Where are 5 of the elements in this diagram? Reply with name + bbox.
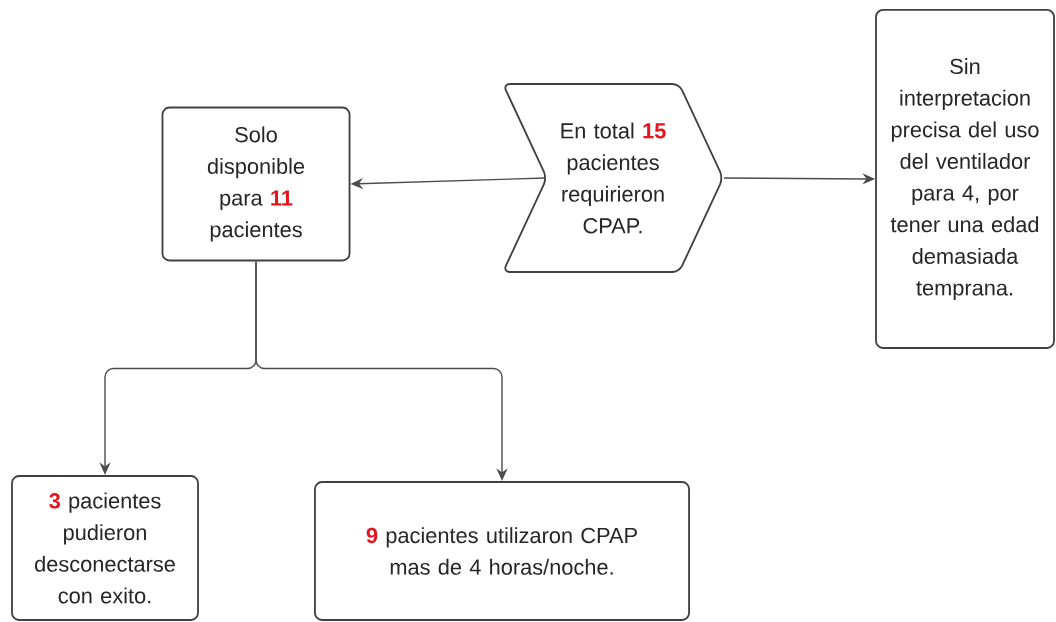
process-box: Sin interpretacion precisa del uso del ventilador para 4, por tener una edad demasiada temprana. — [875, 9, 1055, 349]
process-box: 3 pacientes pudieron desconectarse con exito. — [11, 475, 199, 621]
hexagon-node: En total 15 pacientes requirieron CPAP. — [504, 83, 723, 273]
process-box: Solo disponible para 11 pacientes — [161, 106, 351, 262]
process-box: 9 pacientes utilizaron CPAP mas de 4 horas/noche. — [314, 481, 690, 621]
